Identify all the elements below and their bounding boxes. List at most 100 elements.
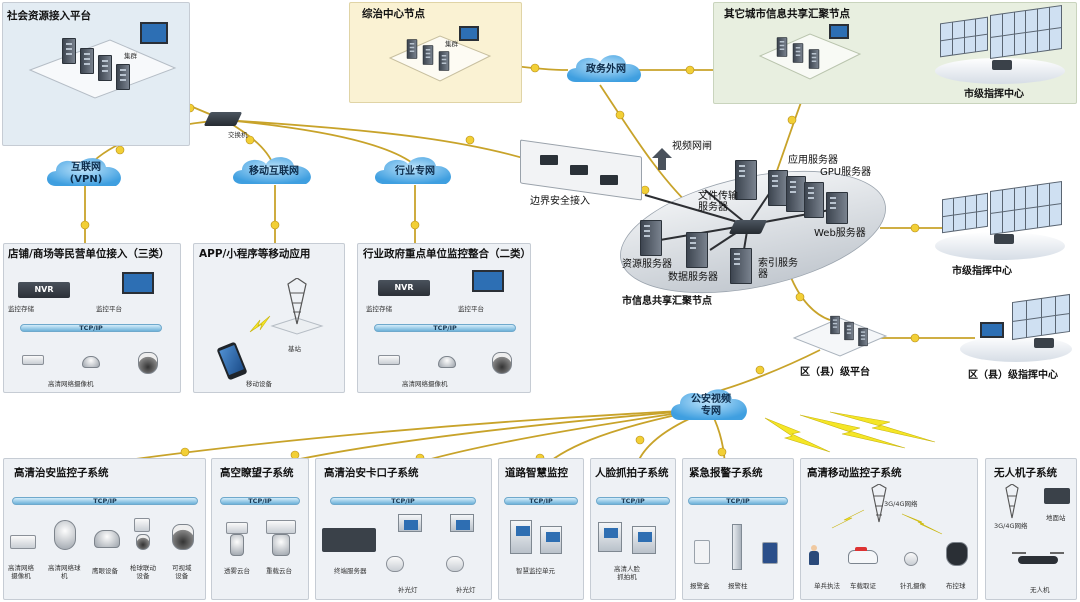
ptz-camera-icon	[492, 352, 512, 374]
control-ball-icon	[946, 542, 968, 566]
file-server-label: 文件传输 服务器	[698, 191, 738, 213]
web-server-icon	[826, 192, 848, 224]
other-city-command-label: 市级指挥中心	[964, 89, 1024, 100]
gpu-server-label: GPU服务器	[820, 167, 872, 178]
server-icon	[116, 64, 130, 90]
industry-gov-title: 行业政府重点单位监控整合（二类）	[363, 248, 531, 260]
cloud-icon	[375, 157, 451, 184]
camera-label: 高清网络摄像机	[48, 380, 94, 388]
subsystem-title: 高清移动监控子系统	[807, 467, 902, 479]
server-icon	[438, 51, 450, 71]
gateway-icon	[540, 155, 558, 165]
smart-unit-icon	[540, 526, 562, 554]
subsystem-title: 高空瞭望子系统	[220, 467, 294, 479]
tcpip-bus: TCP/IP	[220, 497, 300, 505]
device-label: 单兵执法	[814, 582, 840, 590]
other-city-cluster	[755, 24, 865, 84]
subsystem-title: 道路智慧监控	[505, 467, 568, 479]
web-server-label: Web服务器	[814, 228, 866, 239]
comprehensive-center-title: 综治中心节点	[362, 8, 425, 20]
network-label: 3G/4G网络	[884, 500, 918, 508]
heavy-ptz-icon	[266, 520, 296, 534]
linkage-camera-icon	[134, 518, 150, 532]
internet-cloud: 互联网 (VPN)	[42, 154, 130, 194]
industry-cloud-label: 行业专网	[395, 166, 435, 177]
dome-camera-icon	[438, 356, 456, 368]
network-label: 3G/4G网络	[994, 522, 1028, 530]
social-resources-title: 社会资源接入平台	[7, 10, 91, 22]
device-label: 智慧监控单元	[516, 567, 555, 575]
platform-label: 监控平台	[458, 305, 484, 313]
bullet-camera-icon	[378, 355, 400, 365]
storage-label: 监控存储	[8, 305, 34, 313]
server-icon	[830, 315, 840, 335]
eagle-eye-icon	[94, 530, 120, 548]
device-label: 报警柱	[728, 582, 748, 590]
subsystem-title: 紧急报警子系统	[689, 467, 763, 479]
video-wall-icon	[942, 192, 988, 234]
bus-label: TCP/IP	[391, 497, 415, 505]
mobile-cloud: 移动互联网	[228, 154, 320, 190]
cloud-icon	[47, 158, 121, 186]
monitor-icon	[472, 270, 504, 292]
switch-icon	[203, 112, 243, 126]
subsystem-title: 高清治安卡口子系统	[324, 467, 419, 479]
app-server-label: 应用服务器	[788, 155, 838, 166]
checkpoint-camera-icon	[450, 514, 474, 532]
bus-label: TCP/IP	[93, 497, 117, 505]
video-wall-icon	[940, 16, 988, 58]
monitor-icon	[459, 26, 479, 41]
server-icon	[844, 321, 854, 341]
signal-bolt-icon	[831, 509, 865, 529]
camera-label: 高清网络摄像机	[402, 380, 448, 388]
device-label: 补光灯	[456, 586, 476, 594]
other-city-title: 其它城市信息共享汇聚节点	[724, 8, 850, 20]
pinhole-camera-icon	[904, 552, 918, 566]
bus-label: TCP/IP	[529, 497, 553, 505]
console-icon	[1034, 338, 1054, 348]
face-camera-icon	[598, 522, 622, 552]
device-label: 补光灯	[398, 586, 418, 594]
subsystem-panel-aerial: 高空瞭望子系统	[211, 458, 309, 600]
video-wall-icon	[1012, 293, 1070, 341]
device-label: 可视域 设备	[172, 564, 192, 580]
comprehensive-center-cluster: 集群	[385, 26, 495, 86]
app-server-icon	[768, 170, 788, 206]
police-cloud: 公安视频 专网	[666, 386, 756, 426]
device-label: 布控球	[946, 582, 966, 590]
data-server-icon	[686, 232, 708, 268]
signal-bolt-icon	[901, 513, 943, 535]
resource-server-label: 资源服务器	[622, 259, 672, 270]
storage-label: 监控存储	[366, 305, 392, 313]
tower-icon	[1005, 484, 1019, 519]
device-label: 针孔摄像	[900, 582, 926, 590]
file-server-icon	[735, 160, 757, 200]
fog-ptz-icon	[226, 522, 248, 534]
district-platform-label: 区（县）级平台	[800, 367, 870, 378]
cloud-icon	[233, 157, 311, 184]
app-title: APP/小程序等移动应用	[199, 248, 311, 260]
gov-external-cloud-label: 政务外网	[586, 64, 626, 75]
tcpip-bus: TCP/IP	[12, 497, 198, 505]
server-icon	[406, 39, 418, 59]
district-command-label: 区（县）级指挥中心	[968, 370, 1058, 381]
nvr-icon: NVR	[378, 280, 430, 296]
cloud-icon	[567, 55, 641, 82]
nvr-icon: NVR	[18, 282, 70, 298]
device-label: 终端服务器	[334, 567, 367, 575]
alarm-box-icon	[694, 540, 710, 564]
device-label: 高清网络球 机	[48, 564, 81, 580]
platform-label: 监控平台	[96, 305, 122, 313]
signal-bolt-icon	[249, 315, 271, 333]
linkage-dome-icon	[136, 534, 150, 550]
monitor-icon	[140, 22, 168, 44]
tcpip-bus: TCP/IP	[688, 497, 788, 505]
bus-label: TCP/IP	[248, 497, 272, 505]
heavy-ptz-base-icon	[272, 534, 290, 556]
server-icon	[422, 45, 434, 65]
visual-field-icon	[172, 524, 194, 550]
tcpip-bus: TCP/IP	[330, 497, 476, 505]
index-server-label: 索引服务 器	[758, 258, 798, 280]
server-icon	[808, 49, 820, 69]
gpu-server-icon	[804, 182, 824, 218]
